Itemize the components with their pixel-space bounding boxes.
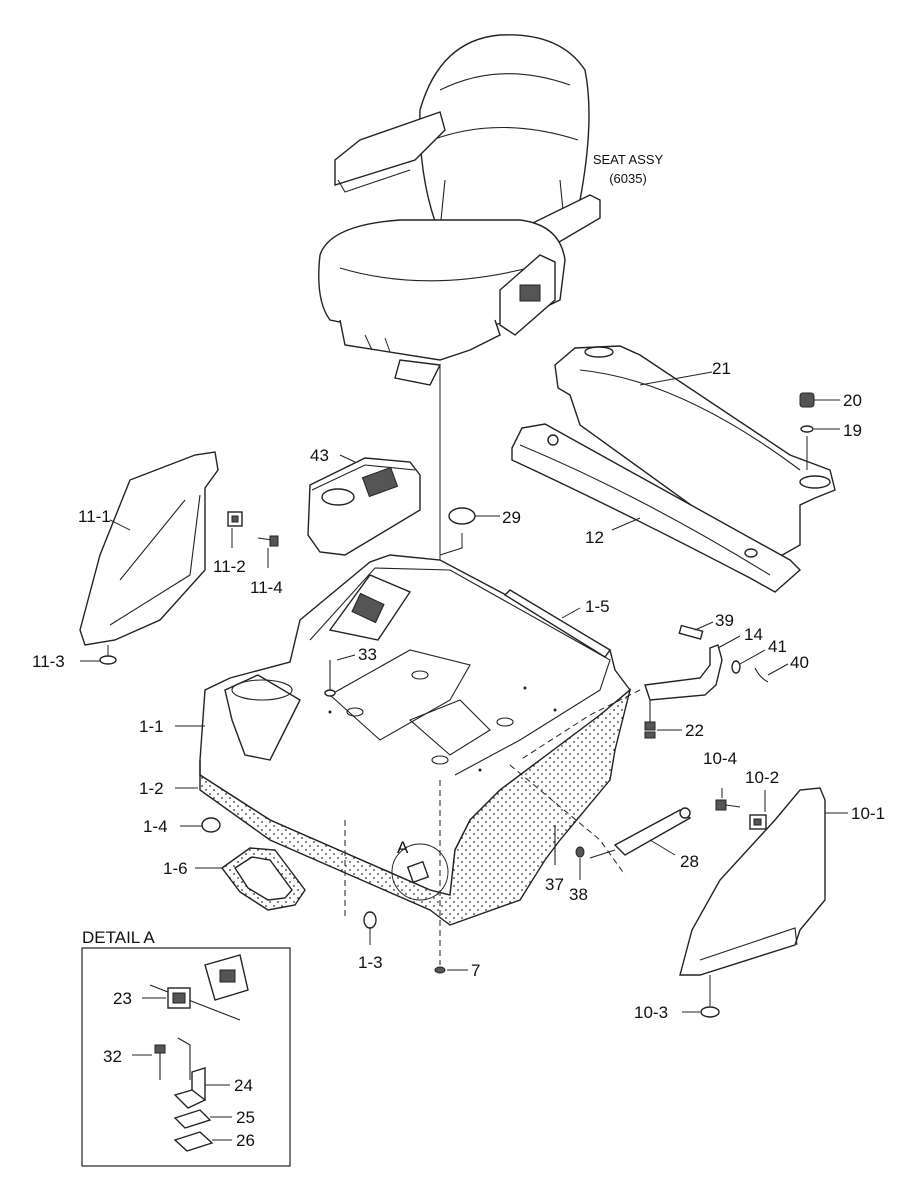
washer-part-41 (731, 660, 741, 674)
label-23: 23 (113, 989, 132, 1008)
label-20: 20 (843, 391, 862, 410)
label-10-3: 10-3 (634, 1003, 668, 1022)
bracket-part-14 (644, 644, 723, 701)
label-1-5: 1-5 (585, 597, 610, 616)
detail-a-marker: A (397, 838, 409, 857)
bolt-part-22 (644, 700, 656, 739)
knob-part-20 (799, 392, 815, 408)
console-part-43 (307, 457, 421, 556)
label-32: 32 (103, 1047, 122, 1066)
seat-plate-part-12 (511, 423, 802, 593)
side-cover-part-11-1 (79, 451, 219, 646)
side-cover-part-10-1 (679, 787, 826, 976)
label-25: 25 (236, 1108, 255, 1127)
screw-part-11-4 (257, 535, 279, 547)
detail-a-callout-circle (391, 843, 449, 901)
label-11-2: 11-2 (213, 557, 246, 576)
label-1-1: 1-1 (139, 717, 164, 736)
plug-part-1-3 (363, 911, 377, 929)
bolt-part-32 (154, 1044, 166, 1080)
label-21: 21 (712, 359, 731, 378)
screw-part-33 (324, 660, 336, 697)
label-37: 37 (545, 875, 564, 894)
label-1-4: 1-4 (143, 817, 168, 836)
washer-part-38 (575, 846, 585, 858)
clip-part-11-2 (227, 511, 243, 527)
leader-21 (639, 371, 713, 386)
seat-assy-drawing (318, 34, 601, 386)
label-41: 41 (768, 637, 787, 656)
gasket-part-1-6 (221, 847, 306, 911)
label-24: 24 (234, 1076, 253, 1095)
bumper-part-11-3 (99, 655, 117, 665)
strip-part-1-5 (503, 589, 612, 658)
label-10-1: 10-1 (851, 804, 885, 823)
label-22: 22 (685, 721, 704, 740)
label-1-6: 1-6 (163, 859, 188, 878)
detail-a-title: DETAIL A (82, 928, 155, 947)
seat-base-tub-part-1-1 (199, 554, 632, 926)
label-11-1: 11-1 (78, 507, 111, 526)
seat-assy-title: SEAT ASSY (593, 152, 664, 167)
label-12: 12 (585, 528, 604, 547)
label-33: 33 (358, 645, 377, 664)
label-1-2: 1-2 (139, 779, 164, 798)
detail-a-box (81, 947, 291, 1167)
detail-a-drawing (132, 954, 249, 1152)
pin-part-39 (678, 624, 704, 640)
rear-cover-part-21 (554, 345, 836, 563)
bracket-part-23 (167, 987, 191, 1009)
label-1-3: 1-3 (358, 953, 383, 972)
grommet-part-29 (448, 507, 476, 525)
label-10-2: 10-2 (745, 768, 779, 787)
label-26: 26 (236, 1131, 255, 1150)
gas-strut-part-28 (589, 807, 692, 859)
label-11-3: 11-3 (32, 652, 65, 671)
label-11-4: 11-4 (250, 578, 283, 597)
washer-part-19 (800, 425, 814, 433)
hook-part-24 (173, 1037, 207, 1109)
plate-part-26 (173, 1131, 214, 1152)
cotter-pin-part-40 (754, 667, 769, 683)
plug-part-7 (434, 966, 446, 974)
label-10-4: 10-4 (703, 749, 737, 768)
label-40: 40 (790, 653, 809, 672)
label-14: 14 (744, 625, 763, 644)
label-39: 39 (715, 611, 734, 630)
seat-assy-subtitle: (6035) (609, 171, 647, 186)
plate-part-25 (173, 1109, 212, 1129)
bumper-part-1-4 (201, 817, 221, 833)
screw-part-10-4 (715, 799, 741, 811)
label-29: 29 (502, 508, 521, 527)
clip-part-10-2 (749, 814, 767, 830)
bumper-part-10-3 (700, 1006, 720, 1018)
label-43: 43 (310, 446, 329, 465)
label-38: 38 (569, 885, 588, 904)
label-19: 19 (843, 421, 862, 440)
label-28: 28 (680, 852, 699, 871)
label-7: 7 (471, 961, 480, 980)
